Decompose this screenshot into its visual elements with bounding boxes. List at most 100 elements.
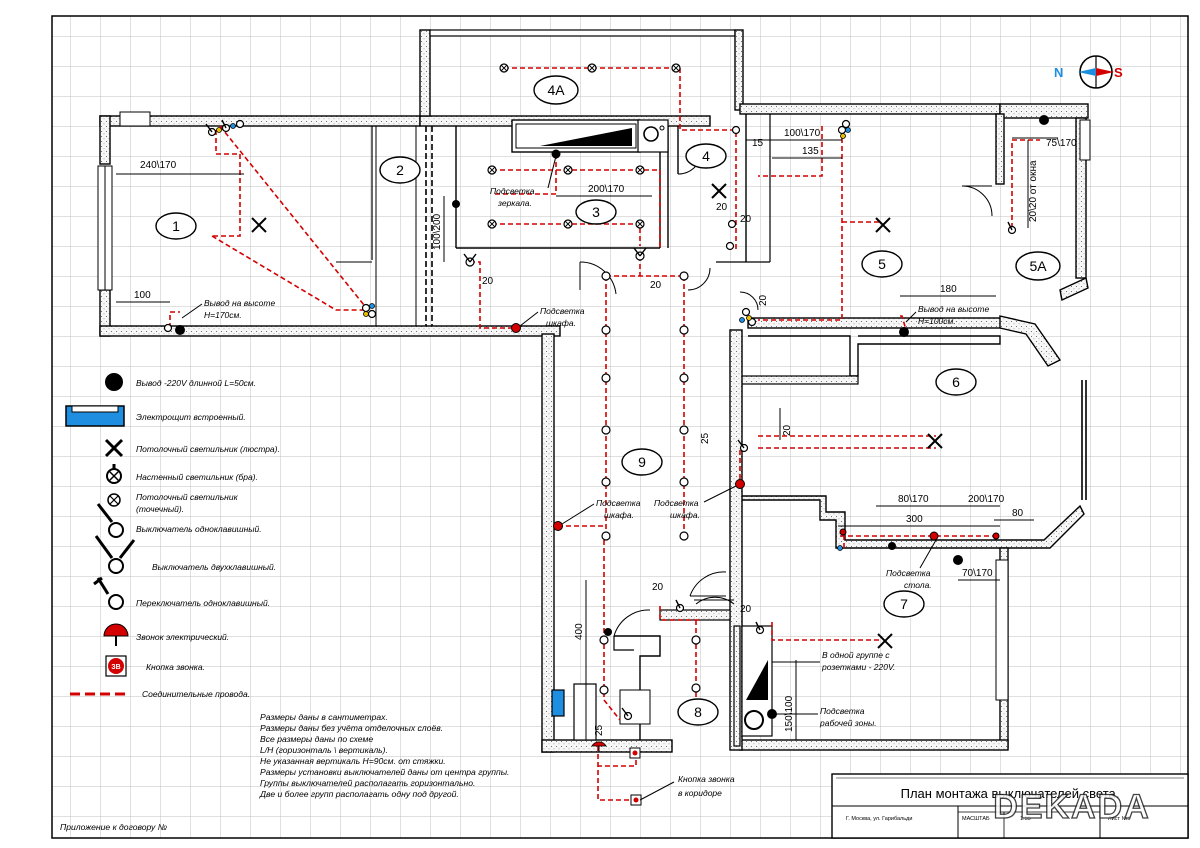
- compass-south-label: S: [1114, 65, 1123, 80]
- wall-lamp-legend-icon: [106, 464, 122, 484]
- annotation: Подсветка: [490, 186, 535, 196]
- legend-label: Выключатель одноклавишный.: [136, 524, 262, 534]
- address: Г. Москва, ул. Гарибальди: [846, 816, 912, 822]
- annotation: В одной группе с: [822, 650, 890, 660]
- annotation: Вывод на высоте: [204, 298, 275, 308]
- toggle-switch-legend-icon: [93, 576, 124, 610]
- dim-label: 200\170: [968, 494, 1005, 505]
- compass-north-label: N: [1054, 65, 1063, 80]
- room-2-label: 2: [396, 162, 404, 178]
- dim-label: 80\170: [898, 494, 929, 505]
- bell-button-legend-icon: ЗВ: [105, 655, 127, 677]
- room-3-label: 3: [592, 204, 600, 220]
- dim-label: 200\170: [588, 184, 625, 195]
- room-4-label: 4: [702, 148, 710, 164]
- annotation: в коридоре: [678, 788, 722, 798]
- fixtures: [163, 63, 1049, 806]
- dim-label: 20: [482, 276, 494, 287]
- dim-label: 20: [758, 294, 769, 306]
- legend-label: Настенный светильник (бра).: [136, 472, 258, 482]
- dim-label: 25: [594, 724, 605, 736]
- note-line: Размеры установки выключателей даны от ц…: [260, 767, 509, 777]
- room-7-label: 7: [900, 596, 908, 612]
- room-5-label: 5: [878, 256, 886, 272]
- annotation: шкафа.: [604, 510, 634, 520]
- annotation: стола.: [904, 580, 932, 590]
- legend-label: Выключатель двухклавишный.: [152, 562, 276, 572]
- dim-label: 20\20 от окна: [1028, 160, 1039, 222]
- annotation: Подсветка: [654, 498, 699, 508]
- dim-label: 20: [740, 604, 752, 615]
- legend-label: Вывод -220V длинной L=50см.: [136, 378, 256, 388]
- annotation: H=100см.: [918, 316, 956, 326]
- dim-label: 20: [650, 280, 662, 291]
- annotation: шкафа.: [546, 318, 576, 328]
- annotation: H=170см.: [204, 310, 242, 320]
- note-line: Не указанная вертикаль H=90см. от стяжки…: [260, 756, 446, 766]
- appendix-text: Приложение к договору №: [60, 822, 167, 832]
- spotlight-legend-icon: [107, 493, 121, 507]
- room-5a-label: 5A: [1029, 258, 1047, 274]
- annotation: зеркала.: [497, 198, 532, 208]
- legend: Вывод -220V длинной L=50см. Электрощит в…: [65, 373, 280, 699]
- room-labels: 1 2 3 4 4A 5 5A 6 7 8 9: [155, 75, 1061, 726]
- electric-panel: [551, 689, 565, 717]
- annotation: Кнопка звонка: [678, 774, 735, 784]
- dim-label: 20: [782, 424, 793, 436]
- dimension-lines: [116, 137, 1058, 740]
- note-line: Размеры даны без учёта отделочных слоёв.: [260, 723, 443, 733]
- room-4a-label: 4A: [547, 82, 565, 98]
- dim-label: 240\170: [140, 160, 177, 171]
- dim-label: 25: [700, 432, 711, 444]
- annotation: рабочей зоны.: [819, 718, 877, 728]
- bell-legend-icon: [103, 623, 129, 646]
- compass: N S: [1054, 55, 1123, 89]
- annotations: Вывод на высоте H=170см. Вывод на высоте…: [204, 186, 989, 798]
- legend-label: Соединительные провода.: [142, 689, 250, 699]
- legend-label: (точечный).: [136, 504, 184, 514]
- dim-label: 20: [716, 202, 728, 213]
- annotation: шкафа.: [670, 510, 700, 520]
- note-line: Группы выключателей располагать горизонт…: [260, 778, 475, 788]
- note-line: L/H (горизонталь \ вертикаль).: [260, 745, 388, 755]
- double-switch-legend-icon: [94, 535, 136, 574]
- annotation: Подсветка: [596, 498, 641, 508]
- dim-label: 100\200: [432, 213, 443, 250]
- dim-label: 300: [906, 514, 923, 525]
- single-switch-legend-icon: [96, 503, 124, 538]
- legend-label: Потолочный светильник: [136, 492, 239, 502]
- scale-label: МАСШТАБ: [962, 816, 990, 822]
- note-line: Размеры даны в сантиметрах.: [260, 712, 388, 722]
- notes: Размеры даны в сантиметрах. Размеры даны…: [259, 712, 509, 799]
- dimension-labels: 240\170 100 100\200 20 200\170 20 20 15 …: [134, 128, 1077, 736]
- title-block: План монтажа выключателей света. Г. Моск…: [831, 773, 1189, 839]
- legend-label: Потолочный светильник (люстра).: [136, 444, 280, 454]
- sheet-number: Лист №5: [1108, 816, 1130, 822]
- dim-label: 20: [652, 582, 664, 593]
- dim-label: 180: [940, 284, 957, 295]
- annotation: Вывод на высоте: [918, 304, 989, 314]
- drawing-title: План монтажа выключателей света.: [901, 786, 1120, 801]
- annotation: Подсветка: [886, 568, 931, 578]
- dim-label: 15: [752, 138, 764, 149]
- room-9-label: 9: [638, 454, 646, 470]
- dim-label: 100: [134, 290, 151, 301]
- dim-label: 400: [574, 623, 585, 640]
- brand-watermark: DEKADA: [993, 788, 1150, 826]
- bell-button-badge: ЗВ: [111, 664, 120, 671]
- note-line: Все размеры даны по схеме: [260, 734, 373, 744]
- dim-label: 75\170: [1046, 138, 1077, 149]
- room-8-label: 8: [694, 704, 702, 720]
- dim-label: 80: [1012, 508, 1024, 519]
- dim-label: 70\170: [962, 568, 993, 579]
- dim-label: 100\170: [784, 128, 821, 139]
- room-1-label: 1: [172, 218, 180, 234]
- scale-value: 1:55: [1020, 816, 1031, 822]
- outlet-legend-icon: [105, 373, 123, 391]
- legend-label: Звонок электрический.: [136, 632, 229, 642]
- legend-label: Электрощит встроенный.: [136, 412, 246, 422]
- room-6-label: 6: [952, 374, 960, 390]
- annotation: Подсветка: [820, 706, 865, 716]
- walls: [97, 29, 1091, 753]
